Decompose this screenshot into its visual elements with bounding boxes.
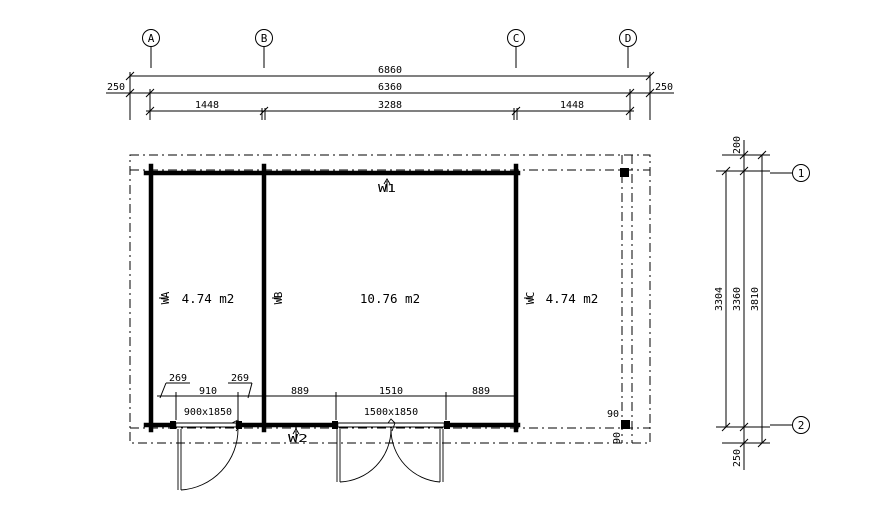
dim-mid-889a: 889 (291, 386, 309, 397)
walls (143, 163, 630, 433)
dim-overall-width: 6860 (378, 65, 402, 76)
wall-label-w2: W2 (288, 433, 308, 445)
dim-bay-1: 1448 (195, 100, 219, 111)
dim-side-inner: 3304 (714, 287, 725, 311)
dim-left-269a: 269 (169, 373, 187, 384)
dim-bay-3: 1448 (560, 100, 584, 111)
grid-label-b: B (261, 32, 268, 45)
dim-side-bottom-overhang: 250 (732, 449, 743, 467)
grid-bubble-d (619, 29, 637, 47)
grid-bubble-1 (792, 164, 810, 182)
grid-label-a: A (148, 32, 155, 45)
grid-label-c: C (513, 32, 520, 45)
dim-inner-width: 6360 (378, 82, 402, 93)
room-area-left: 4.74 m2 (182, 291, 235, 306)
door-size-double: 1500x1850 (364, 407, 418, 418)
grid-label-1: 1 (798, 167, 805, 180)
opening-dims-center: 889 1510 889 1500x1850 (264, 386, 516, 420)
wall-tag-w2: W2 (288, 428, 308, 445)
top-dimensions: 6860 6360 250 250 1448 3288 1448 (106, 65, 674, 120)
opening-dims-left: 269 910 269 900x1850 (157, 373, 264, 420)
grid-bubble-2 (792, 416, 810, 434)
dim-post-depth: 90 (612, 432, 623, 444)
door-single (176, 419, 241, 491)
side-dimensions: 200 3304 3360 3810 250 (714, 136, 770, 470)
grid-columns: A B C D (142, 29, 637, 68)
wall-tag-wc: WC (524, 292, 537, 304)
room-area-right: 4.74 m2 (546, 291, 599, 306)
wall-tag-w1: W1 (378, 178, 396, 195)
dim-left-910: 910 (199, 386, 217, 397)
dim-left-269b: 269 (231, 373, 249, 384)
door-double (336, 418, 444, 483)
roof-outline (129, 154, 651, 444)
dim-mid-1510: 1510 (379, 386, 403, 397)
dim-bay-2: 3288 (378, 100, 402, 111)
room-area-center: 10.76 m2 (360, 291, 420, 306)
grid-label-2: 2 (798, 419, 805, 432)
dim-side-overall: 3810 (750, 287, 761, 311)
grid-bubble-c (507, 29, 525, 47)
wall-tag-wa: WA (159, 291, 172, 304)
dim-right-overhang: 250 (655, 82, 673, 93)
grid-label-d: D (625, 32, 632, 45)
door-size-single: 900x1850 (184, 407, 232, 418)
dim-post-width: 90 (607, 409, 619, 420)
post-dims: 90 90 (607, 409, 623, 444)
dim-side-top-overhang: 200 (732, 136, 743, 154)
dim-side-mid: 3360 (732, 287, 743, 311)
dim-mid-889b: 889 (472, 386, 490, 397)
corner-post-back (620, 168, 629, 177)
dim-left-overhang: 250 (107, 82, 125, 93)
grid-rows: 1 2 (770, 164, 810, 434)
grid-bubble-b (255, 29, 273, 47)
wall-tag-wb: WB (272, 292, 285, 304)
grid-bubble-a (142, 29, 160, 47)
corner-post-front (621, 420, 630, 429)
wall-label-w1: W1 (378, 183, 396, 195)
